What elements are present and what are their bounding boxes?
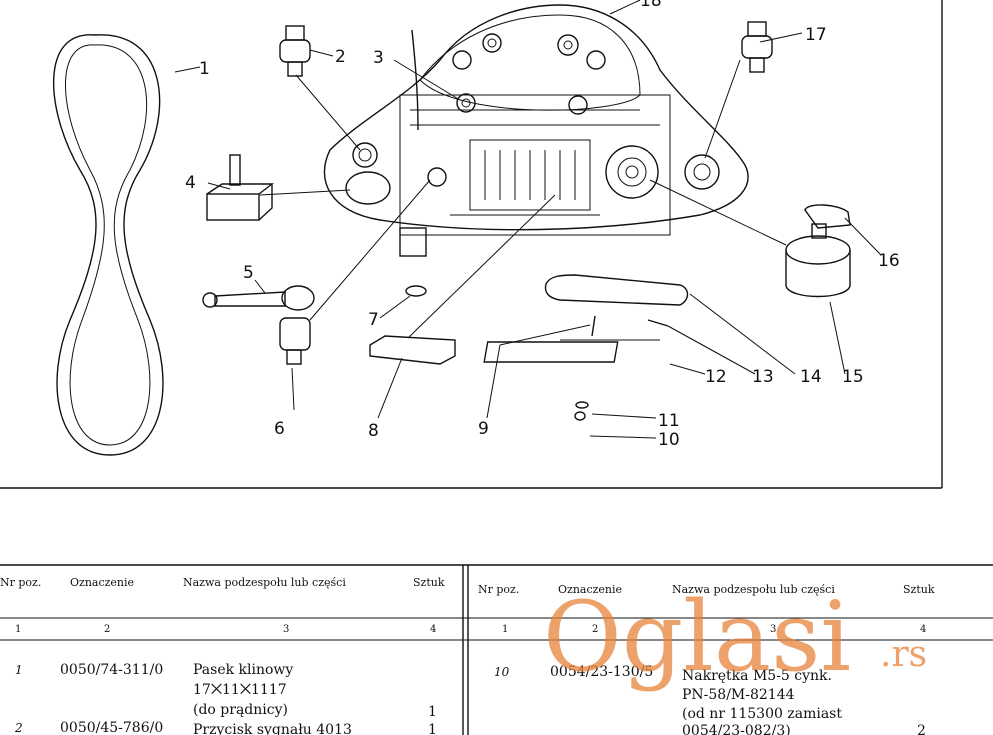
watermark-suffix: .rs (880, 634, 927, 675)
part-horn-button (279, 25, 311, 77)
left-row1-name-2: 17⨉11⨉1117 (193, 682, 287, 698)
left-row2-poz: 2 (14, 721, 23, 735)
callout-15: 15 (842, 367, 864, 387)
callout-1: 1 (199, 59, 210, 79)
right-row1-name-4: 0054/23-082/3) (682, 723, 791, 735)
right-header-name: Nazwa podzespołu lub części (672, 583, 835, 596)
callout-13: 13 (752, 367, 774, 387)
right-row1-qty: 2 (917, 723, 926, 735)
part-v-belt (52, 34, 164, 456)
left-header-name: Nazwa podzespołu lub części (183, 576, 346, 589)
callout-11: 11 (658, 411, 680, 431)
right-colnum-1: 1 (502, 624, 508, 635)
left-colnum-2: 2 (104, 624, 110, 635)
part-push-button-17 (741, 21, 773, 73)
callout-7: 7 (368, 310, 379, 330)
left-row1-name-3: (do prądnicy) (193, 702, 288, 718)
left-row2-name-1: Przycisk sygnału 4013 (193, 722, 352, 735)
left-row2-qty: 1 (428, 722, 437, 735)
leader-lines (174, 0, 881, 439)
callout-2: 2 (335, 47, 346, 67)
left-colnum-3: 3 (283, 624, 289, 635)
part-pin-13 (647, 319, 669, 327)
part-nut-10 (574, 411, 586, 421)
left-header-code: Oznaczenie (70, 576, 134, 589)
part-toggle-switch (206, 154, 275, 221)
callout-14: 14 (800, 367, 822, 387)
instrument-panel (323, 4, 749, 257)
part-ignition-key (804, 204, 851, 239)
right-row1-name-1: Nakrętka M5-5 cynk. (682, 668, 832, 684)
left-header-poz: Nr poz. (0, 576, 41, 589)
right-row1-name-2: PN-58/M-82144 (682, 687, 795, 703)
left-row1-code: 0050/74-311/0 (60, 662, 163, 678)
part-ignition-switch (785, 235, 851, 298)
watermark-logo: Oglasi .rs (543, 581, 927, 693)
left-row2-code: 0050/45-786/0 (60, 720, 163, 735)
right-row1-poz: 10 (494, 665, 510, 679)
left-row1-poz: 1 (15, 663, 23, 677)
right-header-qty: Sztuk (903, 583, 935, 596)
right-row1-code: 0054/23-130/5 (550, 664, 653, 680)
right-header-code: Oznaczenie (558, 583, 622, 596)
left-row1-qty: 1 (428, 704, 437, 720)
left-colnum-4: 4 (430, 624, 436, 635)
part-block-8 (369, 335, 456, 365)
right-row1-name-3: (od nr 115300 zamiast (682, 706, 842, 722)
watermark-main: Oglasi (543, 581, 851, 693)
left-colnum-1: 1 (15, 624, 21, 635)
right-header-poz: Nr poz. (478, 583, 519, 596)
part-6 (279, 317, 311, 365)
callout-6: 6 (274, 419, 285, 439)
callout-4: 4 (185, 173, 196, 193)
callout-5: 5 (243, 263, 254, 283)
callout-18: 18 (640, 0, 662, 11)
right-colnum-3: 3 (770, 624, 776, 635)
callout-8: 8 (368, 421, 379, 441)
right-colnum-2: 2 (592, 624, 598, 635)
callout-12: 12 (705, 367, 727, 387)
callout-3: 3 (373, 48, 384, 68)
callout-9: 9 (478, 419, 489, 439)
part-cover-14 (544, 274, 689, 306)
part-washer-11 (575, 401, 589, 409)
callout-10: 10 (658, 430, 680, 450)
left-header-qty: Sztuk (413, 576, 445, 589)
part-terminal-strip (483, 315, 660, 363)
callout-17: 17 (805, 25, 827, 45)
part-washer (405, 285, 427, 297)
parts-table: Nr poz. Oznaczenie Nazwa podzespołu lub … (0, 564, 993, 735)
right-colnum-4: 4 (920, 624, 926, 635)
part-lever (202, 285, 315, 311)
callout-16: 16 (878, 251, 900, 271)
left-row1-name-1: Pasek klinowy (193, 662, 293, 678)
